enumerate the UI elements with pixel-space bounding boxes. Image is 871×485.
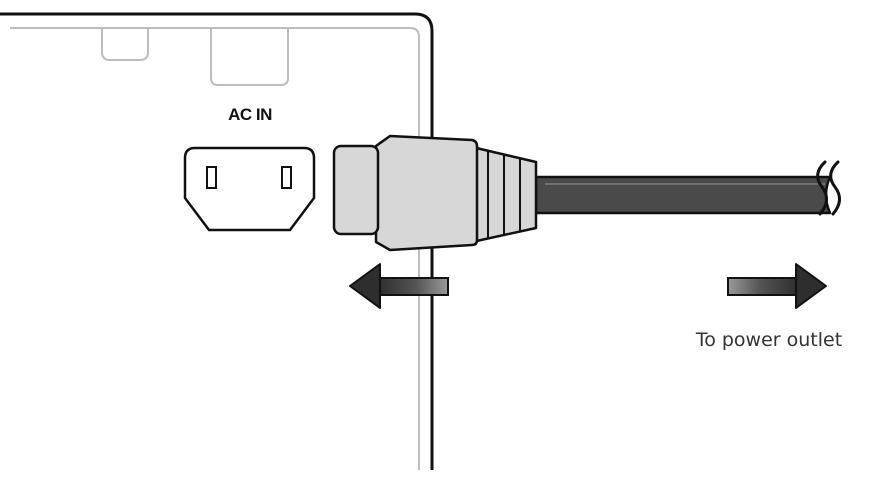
insert-arrow <box>349 263 449 309</box>
ac-in-label: AC IN <box>228 105 272 124</box>
panel-outer-edge <box>0 12 434 470</box>
cord-break-mark <box>829 160 841 216</box>
panel-notch <box>101 28 149 61</box>
outlet-arrow-head <box>795 263 827 309</box>
outlet-arrow <box>727 263 827 309</box>
plug-head[interactable] <box>332 144 380 236</box>
insert-arrow-head <box>349 263 381 309</box>
cord-break-mark <box>816 160 828 216</box>
power-cord <box>534 175 832 215</box>
to-power-outlet-label: To power outlet <box>695 329 842 351</box>
inlet-recess <box>210 28 289 86</box>
inlet-pin-right <box>281 166 292 189</box>
outlet-arrow-shaft <box>727 277 799 296</box>
inlet-pin-left <box>206 166 217 189</box>
panel-inner-edge <box>10 27 420 470</box>
plug-body[interactable] <box>374 134 479 252</box>
ac-inlet-socket[interactable] <box>183 146 316 232</box>
insert-arrow-shaft <box>377 277 449 296</box>
